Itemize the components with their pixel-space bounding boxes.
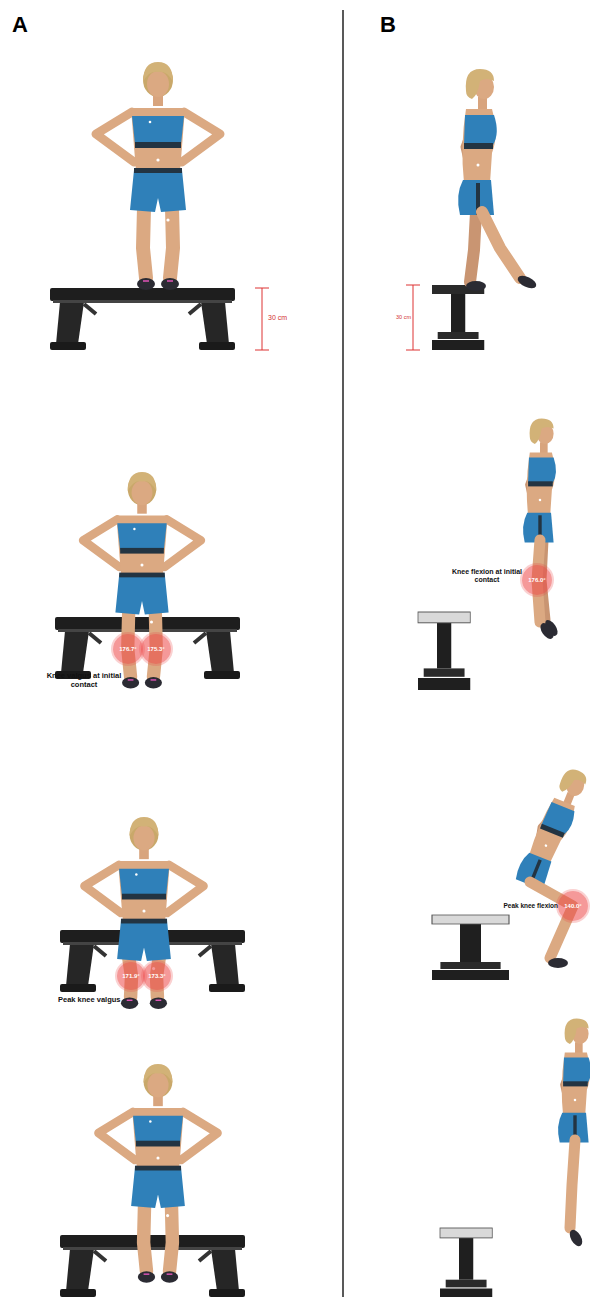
dimension-label: 30 cm (268, 314, 308, 322)
panel-letter: A (12, 12, 42, 37)
angle-value: 140.0° (564, 903, 581, 909)
dimension-line (255, 288, 269, 350)
athlete-side (458, 69, 538, 291)
phase-label: Peak knee flexion (490, 902, 558, 909)
athlete-side (523, 418, 560, 641)
athlete-squat (84, 817, 203, 1009)
angle-marker: 176.0° (522, 565, 552, 595)
angle-marker: 171.9° (117, 962, 145, 990)
angle-value: 176.0° (528, 577, 545, 583)
drop-box (432, 285, 484, 350)
drop-box (440, 1228, 492, 1297)
panel-letter: B (380, 12, 410, 37)
phase-label: Knee flexion at initial contact (452, 568, 522, 584)
athlete-side (558, 1018, 590, 1248)
angle-value: 176.7° (119, 646, 136, 652)
angle-value: 175.3° (147, 646, 164, 652)
phase-label: Peak knee valgus (58, 996, 148, 1005)
phase-label: Knee valgus at initial contact (46, 672, 122, 689)
drop-box (432, 915, 509, 980)
angle-marker: 176.7° (113, 634, 143, 664)
angle-value: 173.3° (148, 973, 165, 979)
angle-marker: 173.3° (143, 962, 171, 990)
athlete-front (83, 472, 201, 689)
angle-marker: 175.3° (141, 634, 171, 664)
panel-divider (342, 10, 344, 1297)
athlete-front (98, 1064, 217, 1283)
angle-value: 171.9° (122, 973, 139, 979)
angle-marker: 140.0° (558, 891, 588, 921)
drop-box (418, 612, 470, 690)
athlete-side-squat (514, 764, 590, 968)
dimension-label: 30 cm (386, 314, 411, 320)
athlete-front (96, 62, 220, 290)
bench (50, 288, 235, 350)
